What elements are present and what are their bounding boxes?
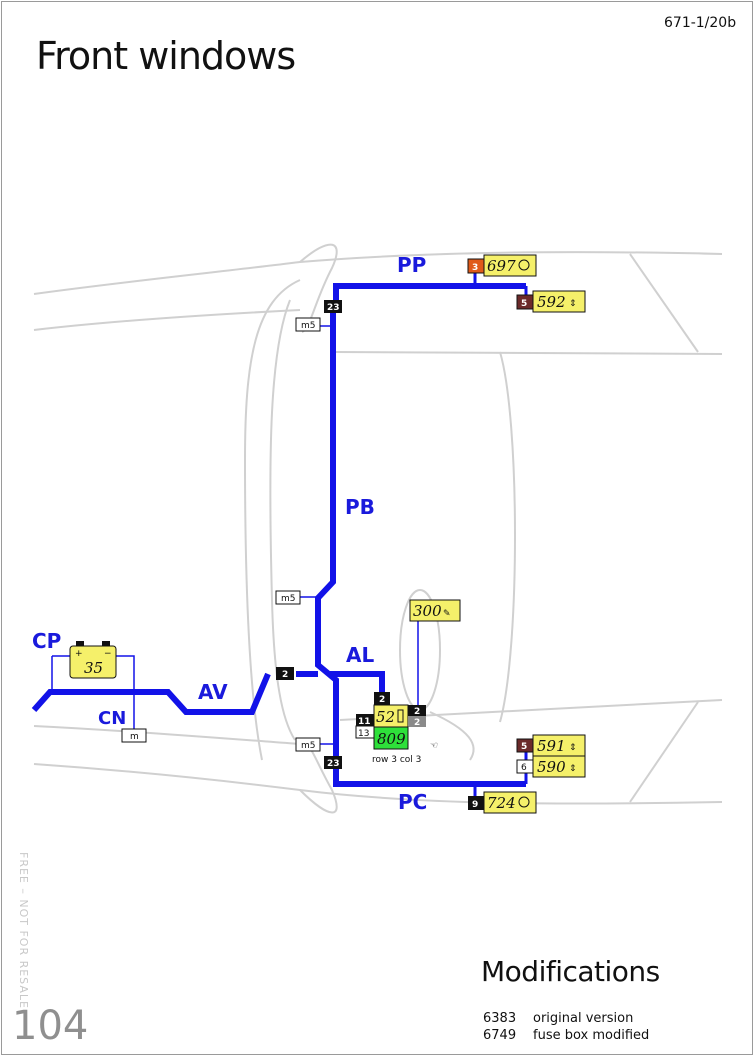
pin-300-2b	[408, 716, 426, 727]
pin-52-2-label: 2	[379, 695, 385, 705]
page-title: Front windows	[36, 34, 296, 78]
connector-m-label: m	[130, 732, 139, 742]
pin-300-2a	[408, 705, 426, 716]
key-icon: ✎	[443, 609, 451, 619]
pin-mid-2-label: 2	[282, 670, 288, 680]
pin-52-11	[356, 714, 374, 726]
relay-icon	[397, 709, 404, 723]
modification-code: 6383	[483, 1011, 517, 1026]
battery-terminal-neg	[102, 641, 110, 646]
side-note: FREE – NOT FOR RESALE	[17, 852, 30, 1009]
modification-row: 6749 fuse box modified	[483, 1027, 649, 1044]
harness-label-pp: PP	[397, 253, 426, 277]
connector-m5-bot	[295, 737, 321, 752]
connector-m5-top	[295, 317, 321, 332]
pin-top-23-label: 23	[327, 303, 340, 313]
pin-top-23	[324, 300, 342, 313]
pin-724	[468, 796, 484, 810]
component-697-label: 697	[487, 257, 516, 275]
connector-m5-mid-label: m5	[281, 594, 296, 604]
harness-label-cn: CN	[98, 708, 126, 729]
connector-m	[121, 728, 147, 743]
pin-bot-23	[324, 756, 342, 769]
component-592-label: 592	[537, 293, 566, 311]
wire-harness	[31, 268, 528, 804]
lamp-icon	[518, 796, 530, 808]
modification-text: fuse box modified	[533, 1028, 650, 1043]
connector-m5-bot-label: m5	[301, 741, 316, 751]
component-724-label: 724	[487, 794, 516, 812]
pin-300-2a-label: 2	[414, 707, 420, 717]
lamp-icon	[518, 259, 530, 271]
document-reference: 671-1/20b	[664, 15, 737, 31]
modifications-title: Modifications	[481, 955, 660, 988]
pin-52-2	[374, 692, 390, 705]
modifications-list: 6383 original version 6749 fuse box modifi…	[483, 1010, 649, 1044]
hand-cursor-icon: ☜	[430, 741, 438, 751]
connector-m5-top-label: m5	[301, 321, 316, 331]
pin-52-13-label: 13	[358, 729, 369, 739]
harness-label-pb: PB	[345, 495, 375, 519]
component-591-label: 591	[537, 737, 566, 755]
harness-label-pc: PC	[398, 790, 427, 814]
connector-m5-mid	[275, 590, 301, 605]
pin-bot-23-label: 23	[327, 759, 340, 769]
component-590-label: 590	[537, 758, 566, 776]
pin-300-2b-label: 2	[414, 718, 420, 728]
page-number: 104	[12, 1003, 89, 1049]
pin-590-label: 6	[521, 763, 527, 773]
fuse-box-809-label: 809	[377, 730, 406, 748]
battery-terminal-pos	[76, 641, 84, 646]
battery-plus-icon: +	[75, 649, 83, 659]
component-590[interactable]	[532, 755, 586, 778]
harness-label-av: AV	[198, 680, 228, 704]
fuse-location-note: row 3 col 3	[372, 755, 421, 765]
modification-text: original version	[533, 1011, 634, 1026]
harness-label-al: AL	[346, 643, 374, 667]
modification-row: 6383 original version	[483, 1010, 649, 1027]
battery-35[interactable]	[69, 645, 117, 679]
component-52-label: 52	[376, 708, 395, 726]
component-300[interactable]	[409, 599, 461, 622]
pin-697-label: 3	[472, 263, 478, 273]
battery-minus-icon: −	[104, 649, 112, 659]
pin-724-label: 9	[472, 800, 478, 810]
modification-code: 6749	[483, 1028, 517, 1043]
harness-label-cp: CP	[32, 629, 61, 653]
battery-35-label: 35	[84, 659, 103, 677]
pin-52-11-label: 11	[358, 717, 371, 727]
fuse-box-809[interactable]	[373, 726, 409, 750]
pin-592-label: 5	[521, 299, 527, 309]
up-down-icon: ⇕	[569, 764, 577, 774]
up-down-icon: ⇕	[569, 299, 577, 309]
pin-591-label: 5	[521, 742, 527, 752]
component-592[interactable]	[532, 290, 586, 313]
up-down-icon: ⇕	[569, 743, 577, 753]
pin-mid-2	[276, 667, 294, 680]
component-300-label: 300	[413, 602, 442, 620]
